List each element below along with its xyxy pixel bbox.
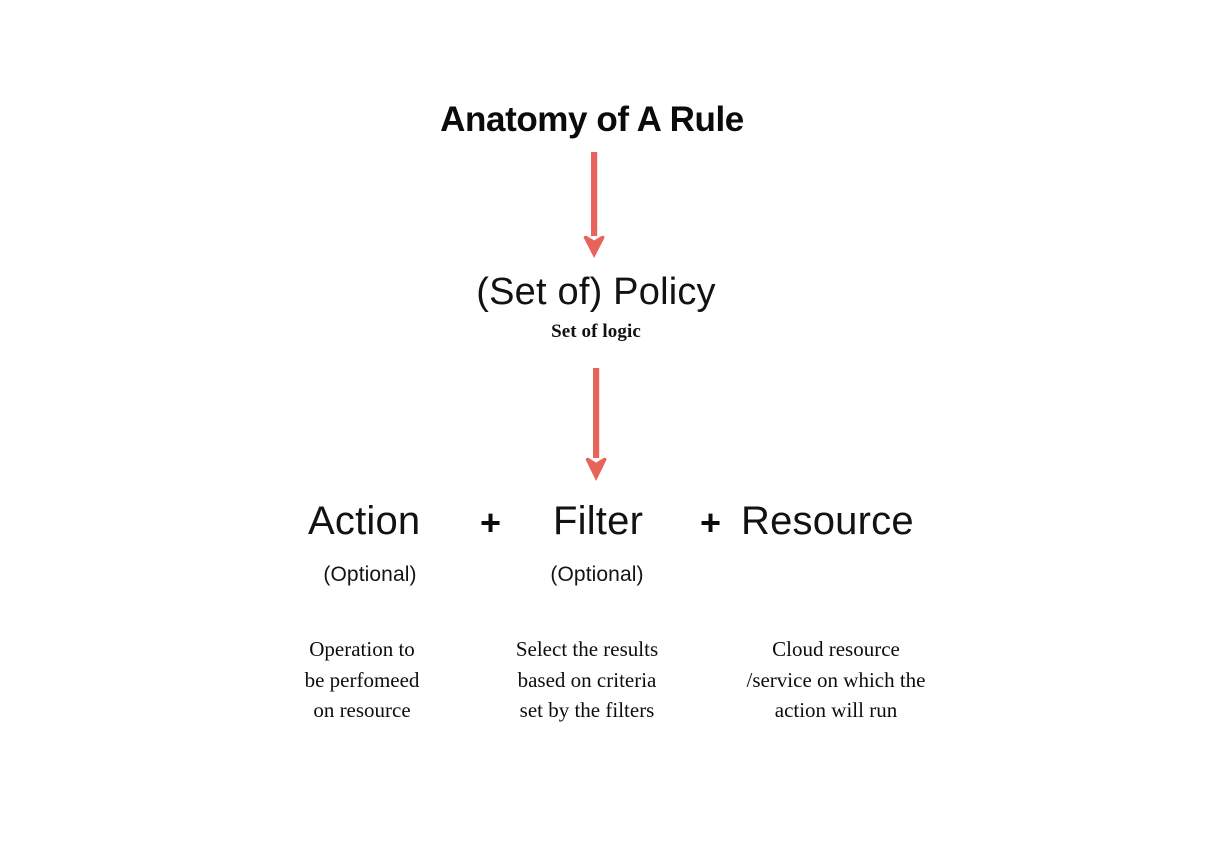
policy-sublabel: Set of logic [551, 320, 641, 342]
description-filter: Select the results based on criteria set… [515, 637, 659, 722]
optional-label-action: (Optional) [323, 563, 417, 586]
down-arrow-icon-policy-to-components [584, 368, 608, 482]
optional-label-filter: (Optional) [550, 563, 644, 586]
component-term-filter: Filter [553, 499, 644, 543]
policy-label: (Set of) Policy [476, 271, 716, 313]
policy-block: (Set of) Policy Set of logic [0, 271, 1192, 344]
plus-operator-one: + [480, 502, 502, 543]
component-term-resource: Resource [741, 499, 914, 543]
component-term-action: Action [308, 499, 421, 543]
description-action: Operation to be perfomeed on resource [304, 637, 420, 722]
components-row: Action + Filter + Resource [292, 498, 932, 560]
page-title: Anatomy of A Rule [440, 100, 744, 139]
description-resource: Cloud resource /service on which the act… [746, 637, 926, 722]
plus-operator-two: + [700, 502, 722, 543]
descriptions-row: Operation to be perfomeed on resource Se… [262, 634, 962, 726]
down-arrow-icon-title-to-policy [582, 152, 606, 259]
